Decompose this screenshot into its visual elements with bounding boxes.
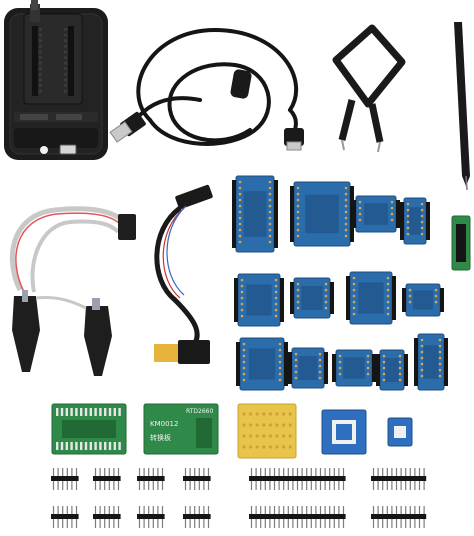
adapter-board: [232, 175, 278, 253]
soic-test-clip-icon: [9, 206, 136, 376]
usb-a-plug: [109, 111, 146, 143]
tweezers-icon: [454, 22, 470, 191]
lcd-board-brand: RTD2660: [186, 408, 213, 415]
zif-socket: [23, 13, 83, 105]
idc-connector: [118, 214, 136, 240]
pin-header: [371, 468, 427, 490]
usb-port: [59, 144, 77, 155]
adapter-board: [234, 273, 284, 327]
lcd-board-cn: 转换板: [150, 433, 171, 442]
extractor-tips: [341, 139, 381, 153]
adapter-board: [290, 277, 334, 319]
adapter-board: [400, 197, 430, 245]
ic-extractor-icon: [332, 24, 406, 143]
pin-header: [183, 468, 211, 490]
adapter-board: [402, 283, 444, 317]
adapter-board: [332, 349, 376, 387]
pin-header: [51, 506, 79, 528]
ferrite-bead: [230, 69, 252, 99]
pin-header: [93, 506, 121, 528]
pin-header: [249, 468, 346, 490]
adapter-board: [414, 333, 448, 391]
pin-header-icon: [51, 468, 427, 528]
usb-b-plug: [284, 128, 304, 151]
lcd-board-model: KM0012: [150, 420, 178, 428]
pin-header: [371, 506, 427, 528]
breakout-board-icon: RTD2660 KM0012 转换板: [51, 403, 413, 459]
adapter-board: [288, 347, 328, 389]
pin-header: [249, 506, 346, 528]
adapter-board: [346, 271, 396, 325]
pcb-yellow-board: [237, 403, 297, 459]
pin-header: [137, 468, 165, 490]
usb-programmer-icon: [4, 0, 108, 160]
adapter-board: [352, 195, 400, 233]
lcd-cable-icon: [154, 184, 213, 364]
pin-header: [93, 468, 121, 490]
adapter-board: [236, 337, 288, 391]
pin-header: [137, 506, 165, 528]
pin-header: [51, 468, 79, 490]
adapter-board: [376, 349, 408, 391]
adapter-board: [290, 181, 354, 247]
pin-header: [183, 506, 211, 528]
socket-adapter-icon: [232, 175, 448, 391]
breakout-board-long: [451, 215, 471, 271]
usb-cable-icon: [136, 27, 299, 146]
led-indicator: [40, 146, 48, 154]
